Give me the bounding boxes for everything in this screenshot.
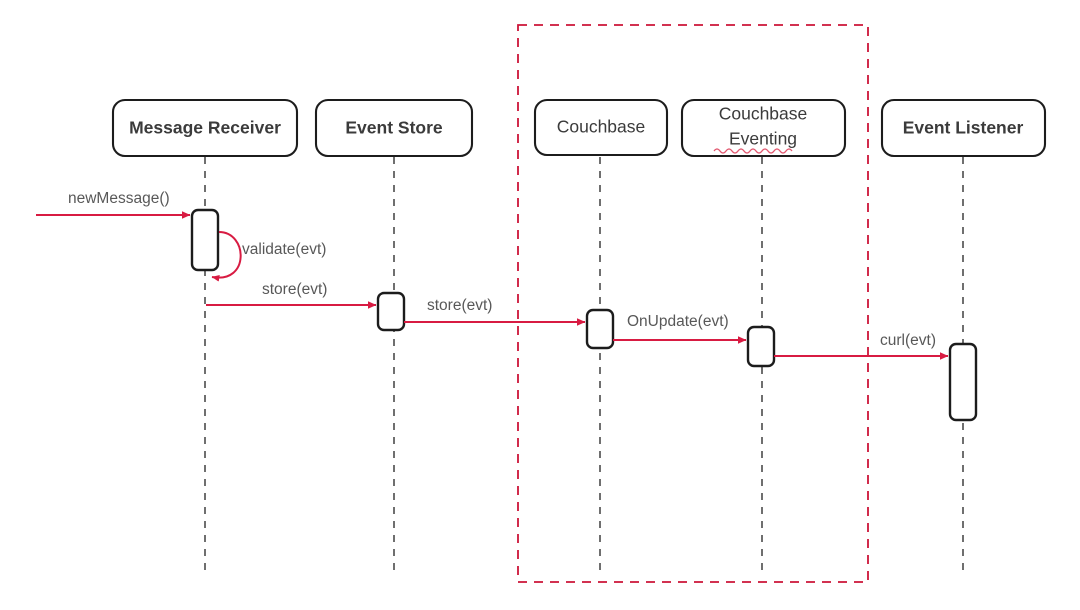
actor-box-message-receiver[interactable] (111, 98, 299, 158)
actor-label-couchbase-eventing-line1: Couchbase (719, 104, 808, 124)
actor-box-couchbase[interactable] (533, 98, 669, 157)
actor-message-receiver[interactable]: Message Receiver (111, 98, 299, 158)
message-label-on-update: OnUpdate(evt) (627, 313, 729, 330)
message-label-validate: validate(evt) (242, 241, 326, 258)
actor-couchbase-eventing[interactable]: Couchbase Eventing (680, 98, 847, 158)
actor-event-store[interactable]: Event Store (314, 98, 474, 158)
couchbase-group-boundary (517, 24, 869, 583)
actor-label-couchbase-eventing-line2: Eventing (729, 129, 797, 149)
actor-box-event-store[interactable] (314, 98, 474, 158)
spellcheck-squiggle-icon (713, 148, 793, 154)
activation-event-listener (948, 342, 978, 422)
actor-event-listener[interactable]: Event Listener (880, 98, 1047, 158)
message-label-store-1: store(evt) (262, 281, 327, 298)
activation-message-receiver (190, 208, 220, 272)
actor-label-couchbase: Couchbase (557, 117, 646, 137)
actor-box-couchbase-eventing[interactable] (680, 98, 847, 158)
actor-label-message-receiver: Message Receiver (129, 118, 281, 138)
actor-label-event-store: Event Store (345, 118, 443, 138)
actor-couchbase[interactable]: Couchbase (533, 98, 669, 157)
message-label-store-2: store(evt) (427, 297, 492, 314)
actor-box-event-listener[interactable] (880, 98, 1047, 158)
actor-label-event-listener: Event Listener (903, 118, 1024, 138)
message-label-curl: curl(evt) (880, 332, 936, 349)
message-label-new-message: newMessage() (68, 190, 170, 207)
message-arrow-validate (211, 231, 242, 282)
activation-event-store (376, 291, 406, 332)
activation-couchbase-eventing (746, 325, 776, 368)
activation-couchbase (585, 308, 615, 350)
